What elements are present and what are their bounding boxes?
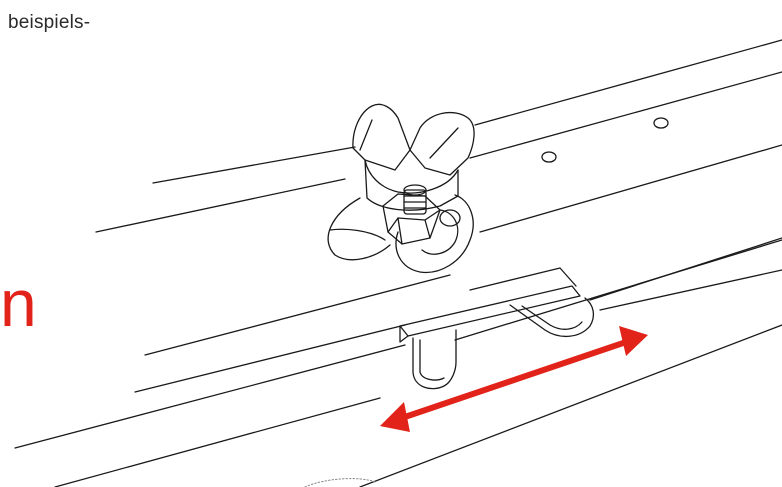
heading-fragment: n: [0, 266, 37, 340]
rail-hole: [541, 151, 557, 163]
clamp-hole: [439, 209, 461, 227]
caption-text: beispiels-: [8, 12, 91, 33]
rail-hole: [653, 117, 669, 129]
rail-profile: [14, 39, 782, 487]
direction-arrow: [380, 326, 648, 432]
sliding-tab: [399, 267, 595, 390]
wing-nut-clamp: [327, 103, 475, 274]
dotted-arc: [304, 478, 376, 487]
